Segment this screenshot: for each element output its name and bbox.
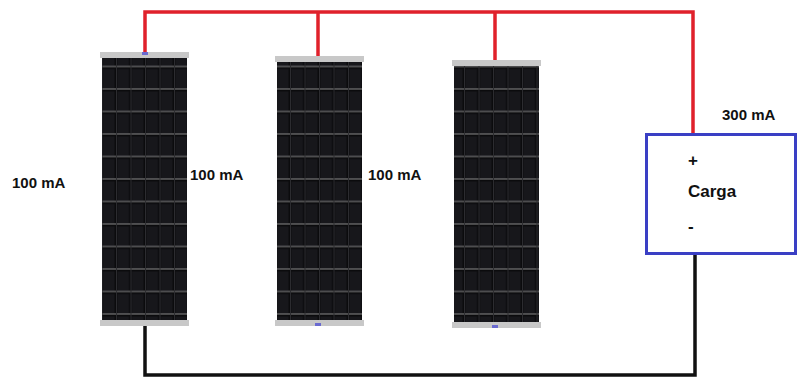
negative-wire xyxy=(145,253,695,375)
current-label: 100 mA xyxy=(190,167,243,184)
solar-panel xyxy=(100,52,189,326)
positive-wire xyxy=(145,12,693,134)
current-label: 300 mA xyxy=(722,107,775,124)
solar-panel xyxy=(452,60,541,328)
current-label: 100 mA xyxy=(368,167,421,184)
load-box: + Carga - xyxy=(645,133,797,255)
solar-panel xyxy=(275,56,364,326)
polarity-sign: - xyxy=(688,218,694,237)
polarity-sign: + xyxy=(688,152,698,171)
load-name: Carga xyxy=(688,183,736,202)
current-label: 100 mA xyxy=(12,175,65,192)
